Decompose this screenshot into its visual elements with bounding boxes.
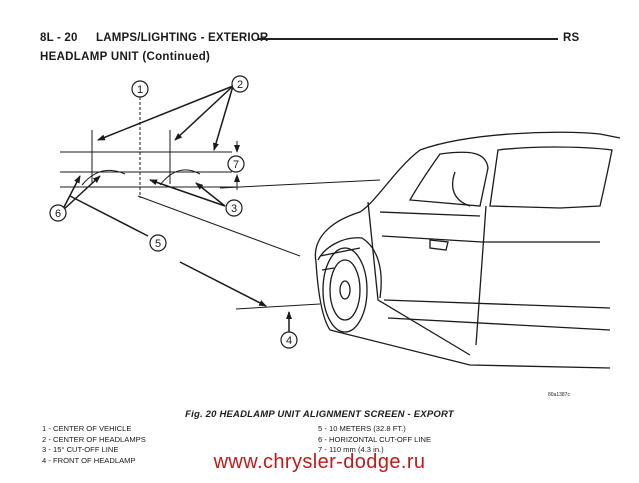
- alignment-screen: [60, 97, 381, 310]
- model-code: RS: [563, 32, 580, 44]
- section-title: LAMPS/LIGHTING - EXTERIOR: [96, 32, 269, 44]
- page-code: 8L - 20: [40, 32, 78, 44]
- legend-item: 5 - 10 METERS (32.8 FT.): [318, 424, 406, 433]
- leader-arrows: [61, 85, 292, 332]
- callout-1: 1: [131, 80, 149, 98]
- watermark-link[interactable]: www.chrysler-dodge.ru: [213, 451, 426, 473]
- callout-2: 2: [231, 75, 249, 93]
- callout-4-label: 4: [286, 335, 292, 347]
- callout-3-label: 3: [231, 203, 237, 215]
- callout-4: 4: [280, 331, 298, 349]
- callout-7-label: 7: [233, 159, 239, 171]
- callout-1-label: 1: [137, 84, 143, 96]
- callout-7: 7: [227, 155, 245, 173]
- legend-item: 2 - CENTER OF HEADLAMPS: [42, 434, 146, 444]
- callout-6: 6: [49, 204, 67, 222]
- legend-item: 4 - FRONT OF HEADLAMP: [42, 455, 136, 465]
- header-rule: [258, 38, 558, 40]
- drawing-code: 80a1387c: [548, 392, 570, 398]
- callout-6-label: 6: [55, 208, 61, 220]
- callout-5-label: 5: [155, 238, 161, 250]
- legend-item: 6 - HORIZONTAL CUT-OFF LINE: [318, 434, 432, 444]
- legend-item: 7 - 110 mm (4.3 in.): [318, 445, 384, 454]
- headlamp-alignment-diagram: 1 2 3 4 5 6 7: [49, 75, 621, 369]
- callout-2-label: 2: [237, 79, 243, 91]
- figure-caption: Fig. 20 HEADLAMP UNIT ALIGNMENT SCREEN -…: [185, 409, 454, 420]
- legend-left: 1 - CENTER OF VEHICLE 2 - CENTER OF HEAD…: [42, 424, 146, 466]
- legend-item: 3 - 15° CUT-OFF LINE: [42, 445, 119, 454]
- page-subtitle: HEADLAMP UNIT (Continued): [40, 51, 211, 63]
- callout-3: 3: [225, 199, 243, 217]
- callout-5: 5: [149, 234, 167, 252]
- legend-item: 1 - CENTER OF VEHICLE: [42, 424, 132, 433]
- vehicle-illustration: [314, 131, 621, 369]
- legend-right: 5 - 10 METERS (32.8 FT.) 6 - HORIZONTAL …: [318, 424, 431, 456]
